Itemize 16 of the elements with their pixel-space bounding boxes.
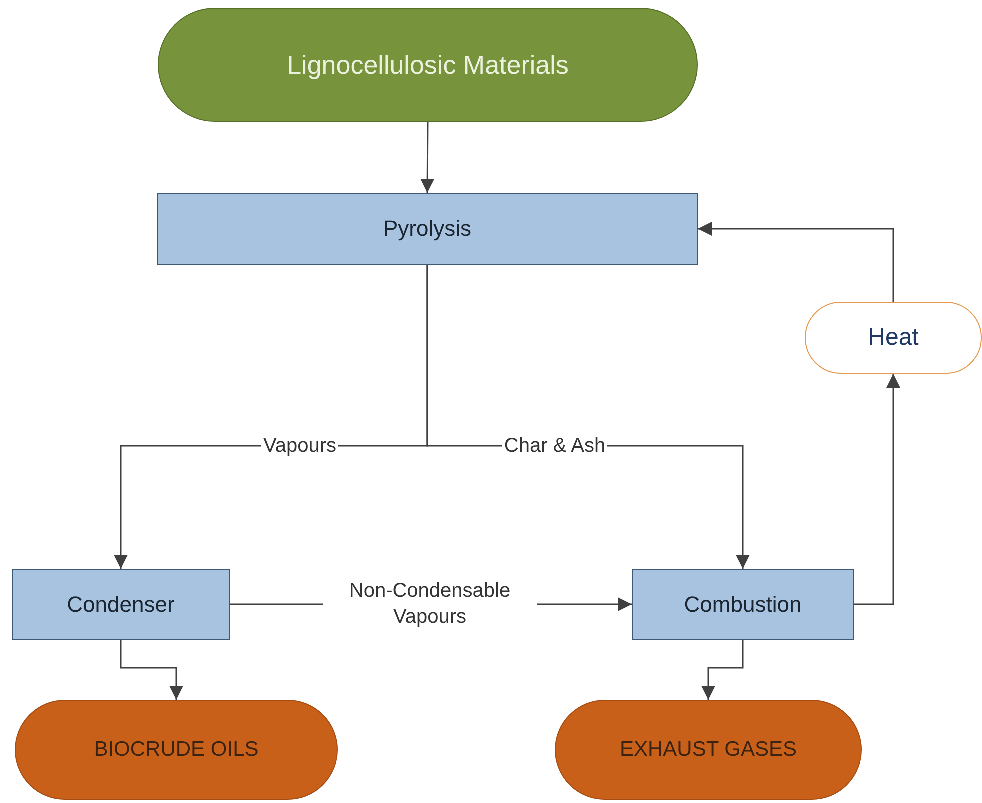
arrow: [420, 122, 435, 193]
process-box: [632, 569, 854, 640]
arrow: [698, 222, 894, 302]
terminal-pill: [805, 302, 982, 374]
node-label: Lignocellulosic Materials: [287, 50, 569, 80]
node-label: BIOCRUDE OILS: [94, 738, 259, 762]
arrow: [702, 640, 744, 700]
arrow: [854, 374, 900, 606]
arrow: [120, 640, 184, 700]
node-label: Heat: [868, 324, 919, 352]
process-box: [12, 569, 230, 640]
node-label: Pyrolysis: [383, 216, 472, 242]
process-box: [157, 193, 698, 265]
node-label: Condenser: [67, 592, 175, 618]
node-label: EXHAUST GASES: [620, 738, 797, 762]
node-label: Combustion: [684, 592, 802, 618]
